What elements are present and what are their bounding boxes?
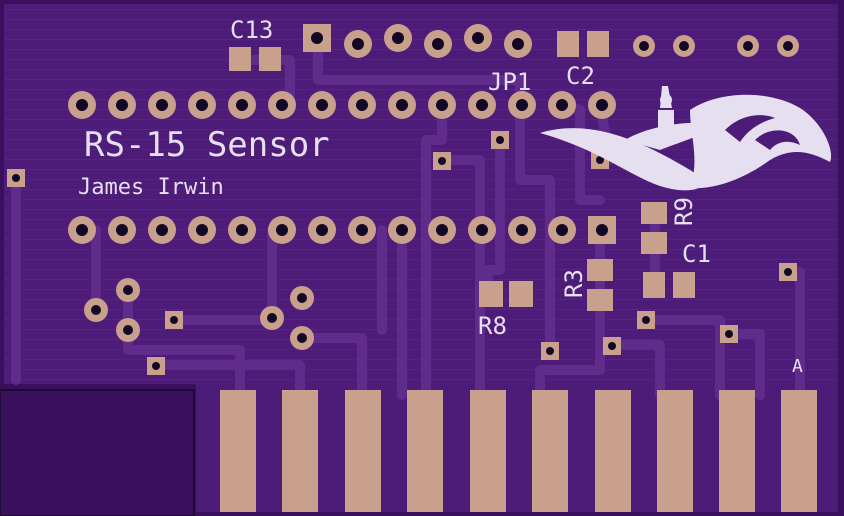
dip-upper-row xyxy=(68,91,616,119)
drill-hole xyxy=(596,224,608,236)
drill-hole xyxy=(438,157,446,165)
r8-pad xyxy=(509,281,533,307)
edge-pad xyxy=(595,390,631,512)
edge-pad xyxy=(407,390,443,512)
pin-marker: A xyxy=(792,356,803,377)
drill-hole xyxy=(316,99,328,111)
edge-pad xyxy=(781,390,817,512)
drill-hole xyxy=(170,316,178,324)
designator-c2: C2 xyxy=(566,62,595,90)
silkscreen: RS-15 Sensor James Irwin C13 C2 JP1 C1 R… xyxy=(78,16,803,377)
edge-pad xyxy=(719,390,755,512)
drill-hole xyxy=(679,41,689,51)
drill-hole xyxy=(267,313,277,323)
drill-hole xyxy=(783,41,793,51)
drill-hole xyxy=(596,156,604,164)
c1-pad xyxy=(643,272,665,298)
drill-hole xyxy=(196,99,208,111)
drill-hole xyxy=(236,224,248,236)
drill-hole xyxy=(123,325,133,335)
vias xyxy=(7,131,797,375)
drill-hole xyxy=(236,99,248,111)
drill-hole xyxy=(743,41,753,51)
drill-hole xyxy=(91,305,101,315)
edge-pad xyxy=(657,390,693,512)
drill-hole xyxy=(432,38,444,50)
smd-pads xyxy=(229,31,695,311)
drill-hole xyxy=(123,285,133,295)
c13-pad xyxy=(229,47,251,71)
drill-hole xyxy=(596,99,608,111)
drill-hole xyxy=(639,41,649,51)
drill-hole xyxy=(512,38,524,50)
drill-hole xyxy=(476,99,488,111)
drill-hole xyxy=(316,224,328,236)
c1-pad xyxy=(673,272,695,298)
board-cutout xyxy=(0,389,195,516)
edge-connector xyxy=(220,390,817,512)
designator-c1: C1 xyxy=(682,240,711,268)
drill-hole xyxy=(156,99,168,111)
designator-r3: R3 xyxy=(560,269,588,298)
drill-hole xyxy=(276,99,288,111)
drill-hole xyxy=(297,333,307,343)
drill-hole xyxy=(311,32,323,44)
drill-hole xyxy=(516,99,528,111)
edge-pad xyxy=(532,390,568,512)
c2-pad xyxy=(587,31,609,57)
drill-hole xyxy=(396,99,408,111)
drill-hole xyxy=(516,224,528,236)
drill-hole xyxy=(12,174,20,182)
r8-pad xyxy=(479,281,503,307)
header-top-row xyxy=(303,24,799,58)
drill-hole xyxy=(725,330,733,338)
wave-rider-logo-icon xyxy=(540,86,832,191)
drill-hole xyxy=(436,224,448,236)
drill-hole xyxy=(356,99,368,111)
designator-r9: R9 xyxy=(670,197,698,226)
edge-pad xyxy=(220,390,256,512)
dip-lower-row xyxy=(68,216,616,244)
board-title: RS-15 Sensor xyxy=(84,125,330,165)
drill-hole xyxy=(546,347,554,355)
board-author: James Irwin xyxy=(78,175,224,200)
drill-hole xyxy=(352,38,364,50)
drill-hole xyxy=(392,32,404,44)
drill-hole xyxy=(156,224,168,236)
r9-pad xyxy=(641,232,667,254)
drill-hole xyxy=(476,224,488,236)
edge-pad xyxy=(282,390,318,512)
drill-hole xyxy=(116,224,128,236)
c2-pad xyxy=(557,31,579,57)
drill-hole xyxy=(116,99,128,111)
drill-hole xyxy=(472,32,484,44)
drill-hole xyxy=(436,99,448,111)
r3-pad xyxy=(587,289,613,311)
edge-pad xyxy=(345,390,381,512)
drill-hole xyxy=(196,224,208,236)
r9-pad xyxy=(641,202,667,224)
designator-r8: R8 xyxy=(478,312,507,340)
drill-hole xyxy=(556,99,568,111)
trace-layer xyxy=(11,33,805,400)
edge-pad xyxy=(470,390,506,512)
designator-c13: C13 xyxy=(230,16,273,44)
small-through-holes xyxy=(84,278,314,350)
drill-hole xyxy=(76,224,88,236)
designator-jp1: JP1 xyxy=(488,68,531,96)
drill-hole xyxy=(297,293,307,303)
drill-hole xyxy=(356,224,368,236)
drill-hole xyxy=(608,342,616,350)
drill-hole xyxy=(276,224,288,236)
drill-hole xyxy=(784,268,792,276)
drill-hole xyxy=(152,362,160,370)
drill-hole xyxy=(642,316,650,324)
drill-hole xyxy=(556,224,568,236)
drill-hole xyxy=(496,136,504,144)
c13-pad xyxy=(259,47,281,71)
drill-hole xyxy=(76,99,88,111)
drill-hole xyxy=(396,224,408,236)
r3-pad xyxy=(587,259,613,281)
